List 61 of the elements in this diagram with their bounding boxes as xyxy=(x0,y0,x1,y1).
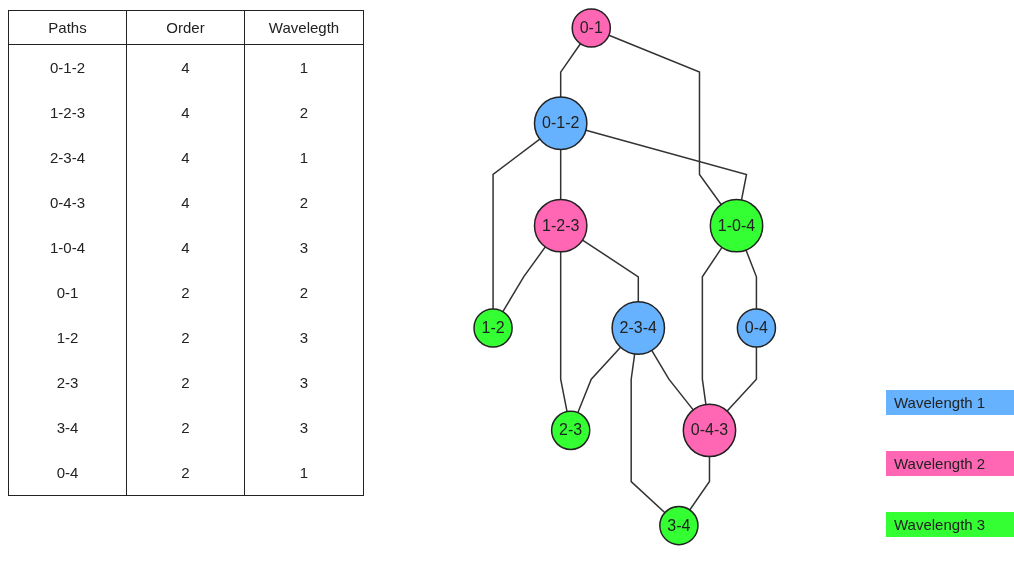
table-cell: 0-4 xyxy=(9,450,127,495)
legend-swatch: Wavelength 1 xyxy=(886,390,1014,415)
node-circle: 1-2-3 xyxy=(534,198,588,253)
table-cell: 0-1-2 xyxy=(9,45,127,90)
table-cell-text: 3 xyxy=(298,373,310,393)
connector xyxy=(582,239,640,303)
table-cell: 2 xyxy=(127,360,245,405)
table-cell-text: 3 xyxy=(298,328,310,348)
connector xyxy=(701,246,723,406)
connector xyxy=(492,138,541,310)
node-circle: 1-0-4 xyxy=(709,198,764,253)
column-header: Order xyxy=(127,11,245,45)
table-cell: 0-4-3 xyxy=(9,180,127,225)
connector xyxy=(726,346,758,412)
table-cell: 4 xyxy=(127,225,245,270)
table-cell: 1-2 xyxy=(9,315,127,360)
connector xyxy=(651,349,695,411)
connector xyxy=(585,129,748,201)
connector xyxy=(560,43,582,99)
node-circle: 2-3-4 xyxy=(611,301,666,356)
table-cell-text: 3 xyxy=(298,418,310,438)
table-cell-text: 1 xyxy=(298,58,310,78)
table-cell: 4 xyxy=(127,45,245,90)
node-circle: 1-2 xyxy=(473,308,514,348)
table-cell-text: 1 xyxy=(298,148,310,168)
connector xyxy=(689,455,711,511)
connector xyxy=(745,249,758,310)
node-circle: 0-4-3 xyxy=(682,403,737,458)
connector xyxy=(630,353,666,514)
node-circle: 0-4 xyxy=(736,308,777,348)
node-circle: 0-1 xyxy=(571,8,612,49)
node-circle: 3-4 xyxy=(659,505,699,546)
table-cell: 3-4 xyxy=(9,405,127,450)
table-cell: 2-3 xyxy=(9,360,127,405)
node-circle: 0-1-2 xyxy=(534,96,588,151)
table-cell: 1-0-4 xyxy=(9,225,127,270)
table-cell: 4 xyxy=(127,180,245,225)
table-cell-text: 2 xyxy=(298,193,310,213)
table-cell: 2 xyxy=(127,450,245,495)
table-cell-text: 1 xyxy=(298,463,310,483)
table-cell: 4 xyxy=(127,135,245,180)
legend-swatch: Wavelength 2 xyxy=(886,451,1014,476)
table-cell: 2 xyxy=(127,270,245,315)
column-header: Wavelegth xyxy=(245,11,363,45)
connector xyxy=(608,34,723,206)
table-cell: 4 xyxy=(127,90,245,135)
table-cell: 1-2-3 xyxy=(9,90,127,135)
legend-swatch: Wavelength 3 xyxy=(886,512,1014,537)
table-cell-text: 2 xyxy=(298,283,310,303)
table-cell-text: 2 xyxy=(298,103,310,123)
node-circle: 2-3 xyxy=(551,410,591,451)
column-header: Paths xyxy=(9,11,127,45)
table-cell: 2-3-4 xyxy=(9,135,127,180)
connector xyxy=(560,251,569,413)
connector xyxy=(577,346,622,414)
table-cell-text: 3 xyxy=(298,238,310,258)
table-cell: 2 xyxy=(127,405,245,450)
table-cell: 2 xyxy=(127,315,245,360)
connector xyxy=(560,148,562,201)
connector xyxy=(502,246,547,313)
table-cell: 0-1 xyxy=(9,270,127,315)
